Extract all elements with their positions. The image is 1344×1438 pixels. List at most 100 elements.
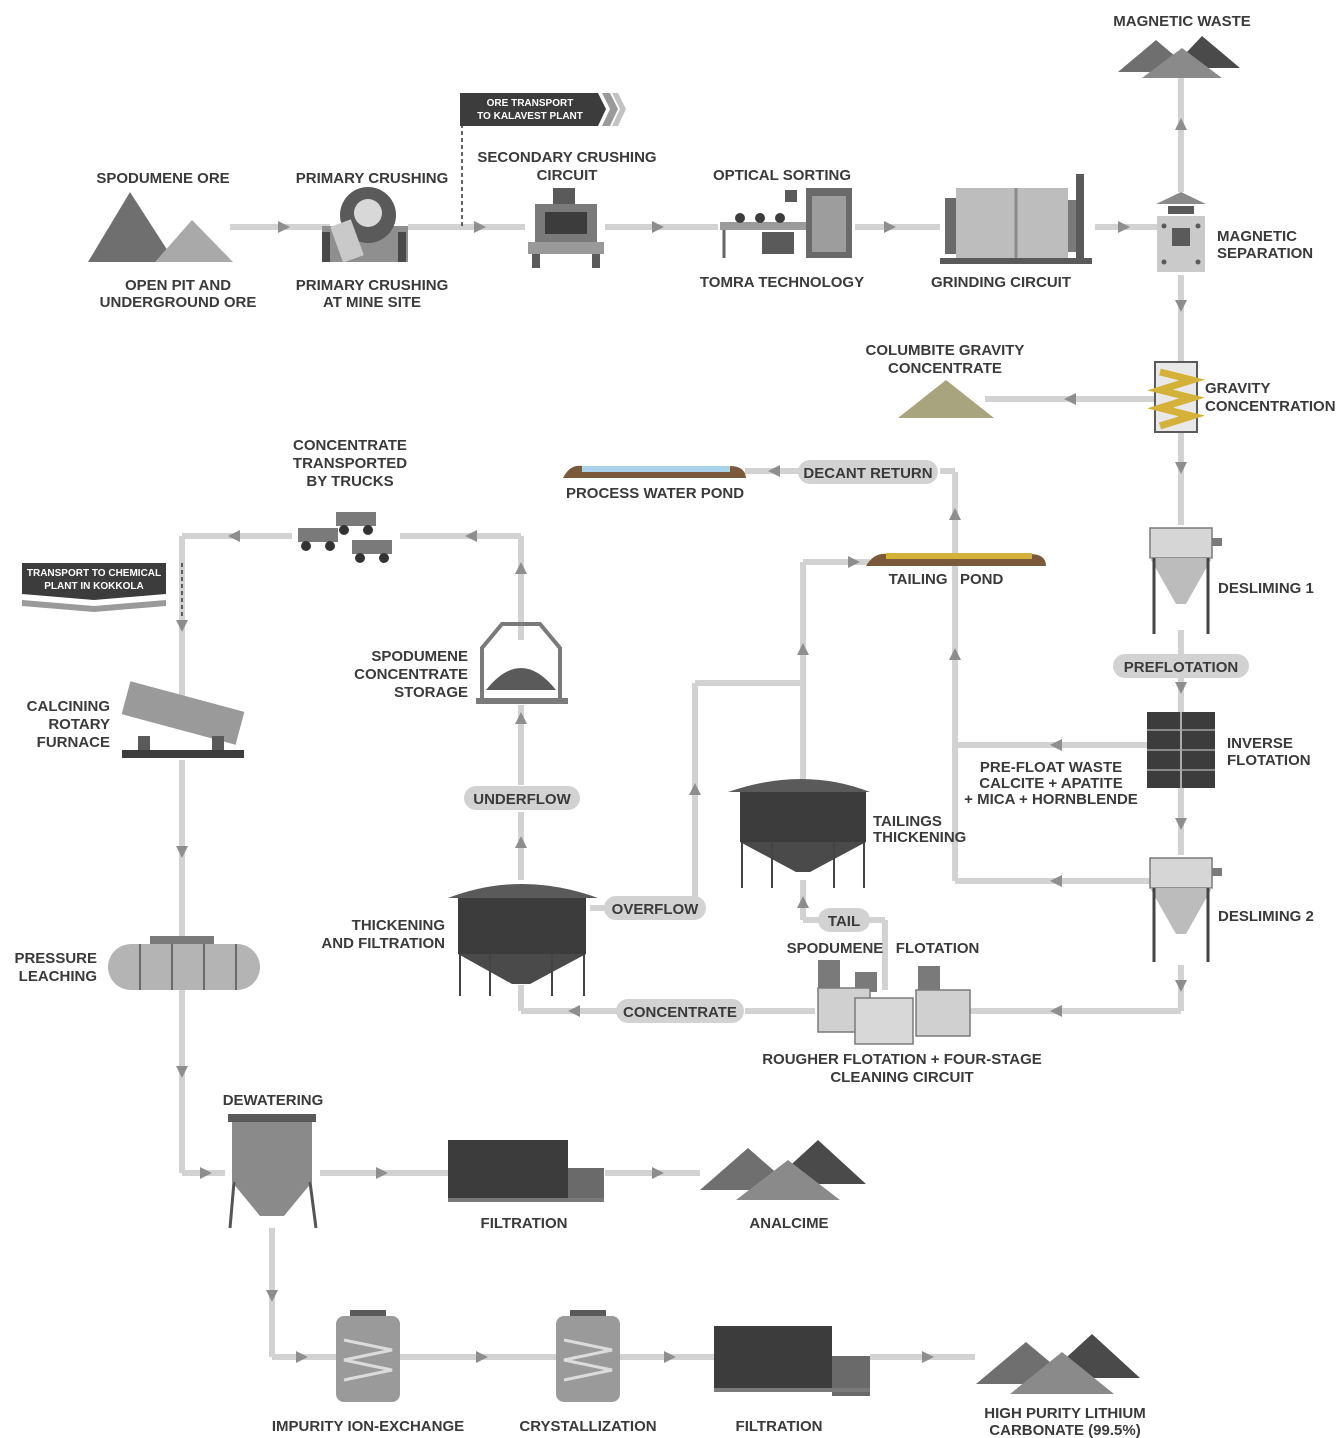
decant-return-label: DECANT RETURN: [803, 465, 932, 482]
concentrate-thickener-icon: [448, 884, 598, 996]
ore-transport-label-2: TO KALAVEST PLANT: [477, 111, 583, 122]
text-labels: SPODUMENE ORE OPEN PIT AND UNDERGROUND O…: [14, 13, 1335, 1438]
rougher-flotation-label-2: CLEANING CIRCUIT: [830, 1069, 973, 1086]
lithium-carbonate-label-1: HIGH PURITY LITHIUM: [984, 1405, 1145, 1422]
desliming-1-label: DESLIMING 1: [1218, 580, 1314, 597]
optical-sorting-label: OPTICAL SORTING: [713, 167, 851, 184]
secondary-crushing-label-2: CIRCUIT: [537, 167, 598, 184]
concentrate-storage-icon: [476, 622, 568, 704]
inverse-flotation-icon: [1147, 712, 1215, 788]
optical-sorter-icon: [720, 188, 852, 258]
spodumene-ore-label: SPODUMENE ORE: [96, 170, 229, 187]
ore-pile-icon: [88, 192, 233, 262]
ore-transport-label-1: ORE TRANSPORT: [487, 98, 574, 109]
filter-press-2-icon: [714, 1326, 870, 1396]
flow-lines: [179, 78, 1184, 1360]
secondary-crusher-icon: [528, 188, 604, 268]
pressure-leaching-label-2: LEACHING: [19, 968, 97, 985]
primary-mine-label-2: AT MINE SITE: [323, 294, 421, 311]
dewatering-label: DEWATERING: [223, 1092, 324, 1109]
tomra-label: TOMRA TECHNOLOGY: [700, 274, 864, 291]
prefloat-waste-label-3: + MICA + HORNBLENDE: [964, 791, 1138, 808]
columbite-label-2: CONCENTRATE: [888, 360, 1002, 377]
transport-chem-label-1: TRANSPORT TO CHEMICAL: [27, 568, 161, 579]
trucks-label-3: BY TRUCKS: [306, 473, 393, 490]
pill-preflotation: PREFLOTATION: [1113, 654, 1249, 678]
spodumene-flotation-label: SPODUMENE FLOTATION: [787, 940, 980, 957]
magnetic-separation-label-1: MAGNETIC: [1217, 228, 1297, 245]
pressure-leaching-icon: [108, 936, 260, 990]
crystallization-icon: [556, 1310, 620, 1402]
calcining-label-3: FURNACE: [37, 734, 110, 751]
flotation-cells-icon: [817, 960, 971, 1045]
filtration-1-label: FILTRATION: [481, 1215, 568, 1232]
inverse-flotation-label-2: FLOTATION: [1227, 752, 1311, 769]
calcining-label-1: CALCINING: [27, 698, 110, 715]
analcime-pile-icon: [700, 1140, 866, 1200]
open-pit-label-2: UNDERGROUND ORE: [100, 294, 257, 311]
process-water-pond-label: PROCESS WATER POND: [566, 485, 744, 502]
pill-concentrate: CONCENTRATE: [616, 999, 744, 1023]
tail-label: TAIL: [828, 913, 860, 930]
columbite-label-1: COLUMBITE GRAVITY: [866, 342, 1025, 359]
primary-crushing-label: PRIMARY CRUSHING: [296, 170, 449, 187]
prefloat-waste-label-1: PRE-FLOAT WASTE: [980, 759, 1122, 776]
grinding-mill-icon: [940, 174, 1092, 264]
crystallization-label: CRYSTALLIZATION: [519, 1418, 656, 1435]
process-water-pond-icon: [563, 465, 746, 478]
dewatering-tank-icon: [228, 1114, 318, 1229]
concentrate-storage-label-1: SPODUMENE: [371, 648, 468, 665]
underflow-label: UNDERFLOW: [473, 791, 571, 808]
tailings-thickening-label-2: THICKENING: [873, 829, 966, 846]
flow-arrows: [176, 118, 1187, 1363]
thickening-filtration-label-2: AND FILTRATION: [321, 935, 445, 952]
concentrate-storage-label-2: CONCENTRATE: [354, 666, 468, 683]
filtration-2-label: FILTRATION: [736, 1418, 823, 1435]
calcining-label-2: ROTARY: [48, 716, 110, 733]
pill-decant-return: DECANT RETURN: [798, 460, 938, 484]
magnetic-separator-icon: [1156, 192, 1206, 272]
pill-overflow: OVERFLOW: [604, 896, 706, 920]
primary-crusher-icon: [322, 187, 408, 263]
concentrate-storage-label-3: STORAGE: [394, 684, 468, 701]
gravity-concentration-label-1: GRAVITY: [1205, 380, 1271, 397]
trucks-label-2: TRANSPORTED: [293, 455, 407, 472]
trucks-label-1: CONCENTRATE: [293, 437, 407, 454]
overflow-label: OVERFLOW: [612, 901, 700, 918]
ion-exchange-label: IMPURITY ION-EXCHANGE: [272, 1418, 464, 1435]
transport-chemical-banner: TRANSPORT TO CHEMICAL PLANT IN KOKKOLA: [22, 563, 166, 612]
primary-mine-label-1: PRIMARY CRUSHING: [296, 277, 449, 294]
gravity-concentration-label-2: CONCENTRATION: [1205, 398, 1336, 415]
filter-press-1-icon: [448, 1140, 604, 1202]
secondary-crushing-label-1: SECONDARY CRUSHING: [477, 149, 656, 166]
desliming-2-icon: [1149, 857, 1222, 962]
desliming-1-icon: [1149, 527, 1222, 634]
concentrate-label: CONCENTRATE: [623, 1004, 737, 1021]
lithium-carbonate-label-2: CARBONATE (99.5%): [989, 1422, 1140, 1438]
magnetic-waste-pile-icon: [1118, 36, 1240, 78]
preflotation-label: PREFLOTATION: [1124, 659, 1238, 676]
rotary-furnace-icon: [121, 681, 245, 758]
tailings-thickening-label-1: TAILINGS: [873, 813, 942, 830]
rougher-flotation-label-1: ROUGHER FLOTATION + FOUR-STAGE: [762, 1051, 1042, 1068]
gravity-spiral-icon: [1147, 361, 1205, 433]
tailings-thickener-icon: [728, 779, 870, 888]
lithium-carbonate-pile-icon: [976, 1334, 1140, 1394]
transport-chem-label-2: PLANT IN KOKKOLA: [44, 581, 143, 592]
tailing-pond-label: TAILING POND: [889, 571, 1004, 588]
truck-icon: [298, 512, 392, 563]
thickening-filtration-label-1: THICKENING: [352, 917, 445, 934]
tailing-pond-icon: [866, 553, 1046, 566]
analcime-label: ANALCIME: [749, 1215, 828, 1232]
magnetic-separation-label-2: SEPARATION: [1217, 245, 1313, 262]
inverse-flotation-label-1: INVERSE: [1227, 735, 1293, 752]
ore-transport-banner: ORE TRANSPORT TO KALAVEST PLANT: [460, 93, 626, 126]
grinding-circuit-label: GRINDING CIRCUIT: [931, 274, 1071, 291]
pill-tail: TAIL: [818, 908, 870, 932]
pill-underflow: UNDERFLOW: [464, 786, 580, 810]
prefloat-waste-label-2: CALCITE + APATITE: [979, 775, 1122, 792]
magnetic-waste-label: MAGNETIC WASTE: [1113, 13, 1251, 30]
desliming-2-label: DESLIMING 2: [1218, 908, 1314, 925]
open-pit-label-1: OPEN PIT AND: [125, 277, 231, 294]
